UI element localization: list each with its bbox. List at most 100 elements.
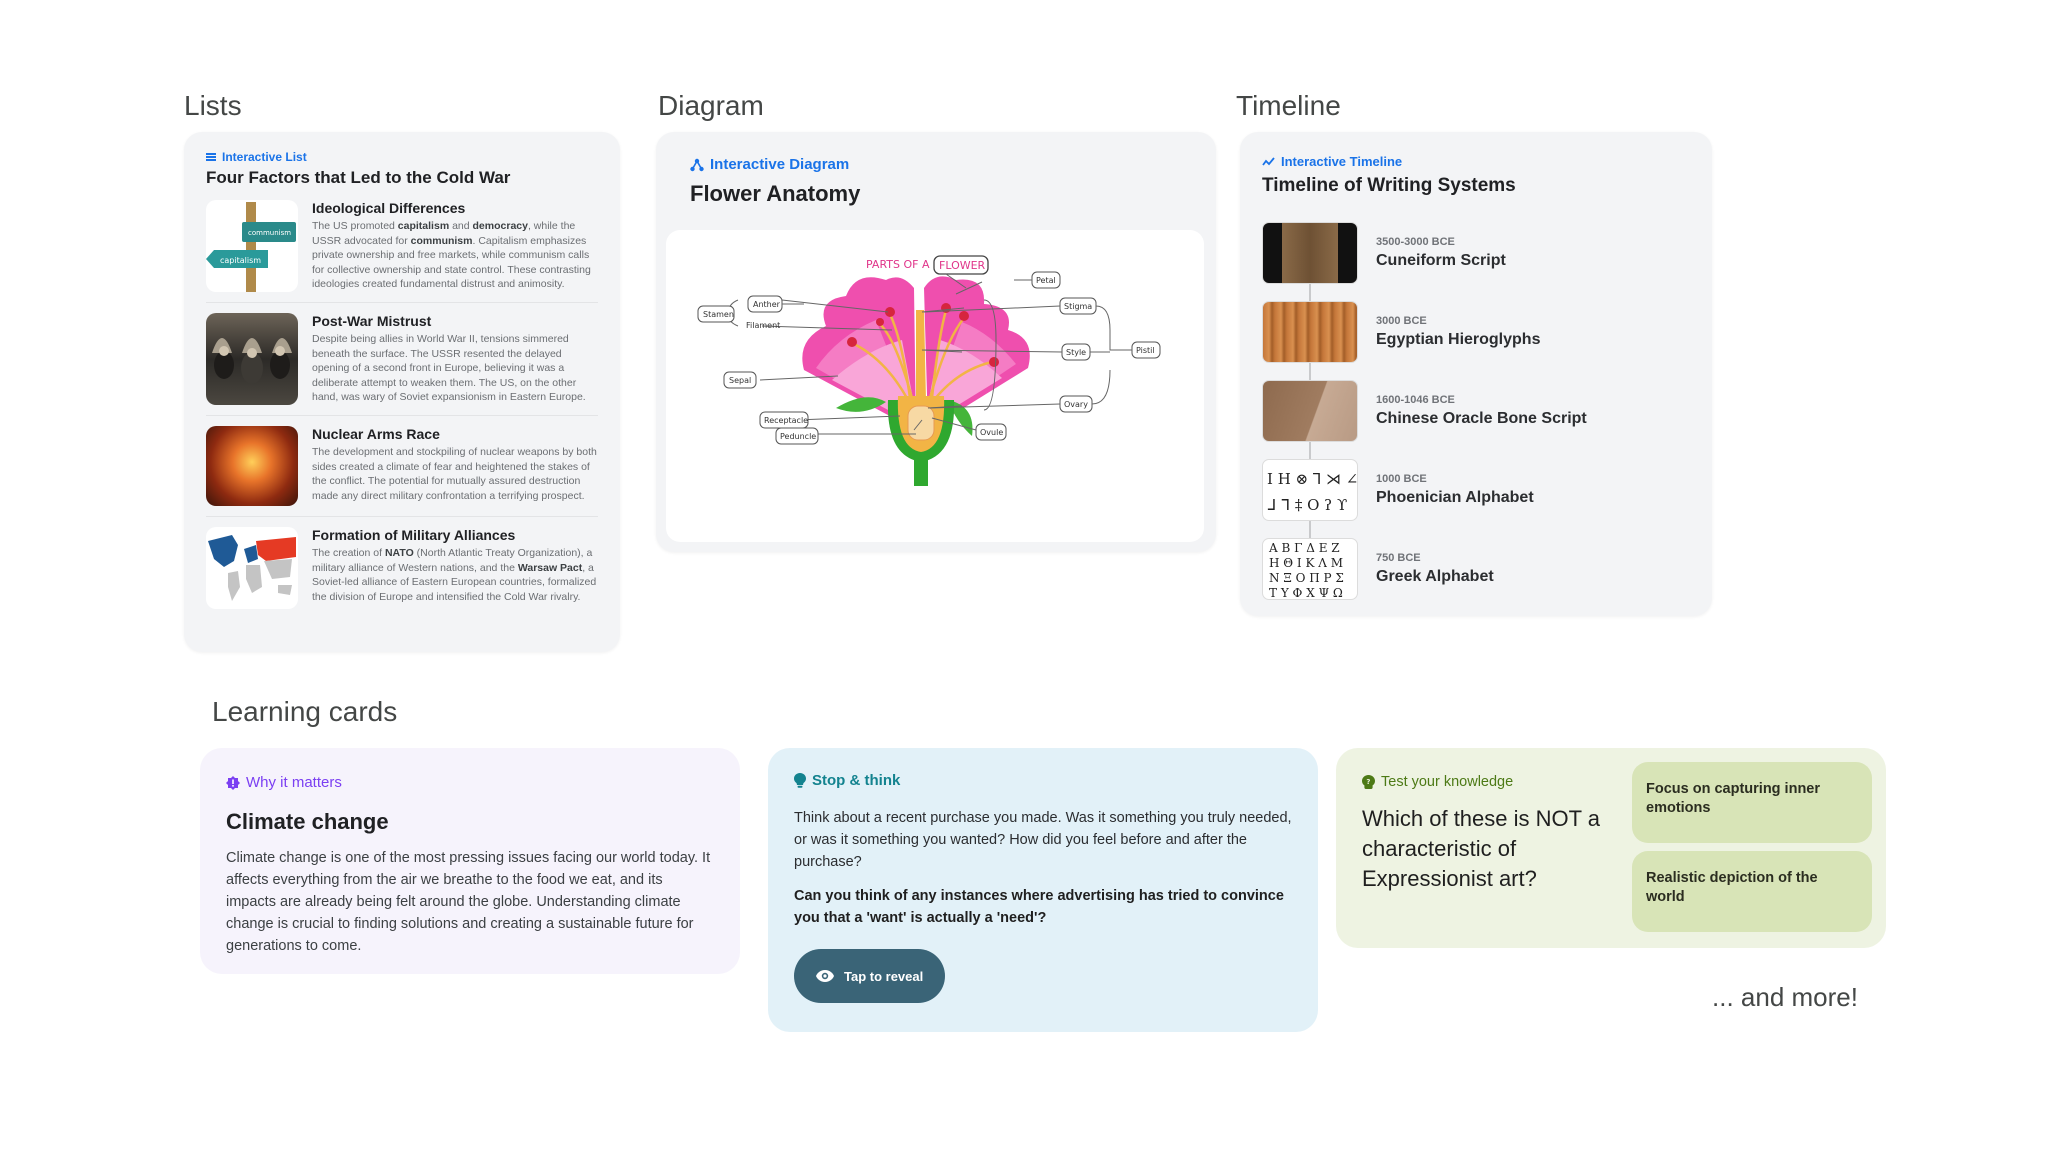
card-body: Think about a recent purchase you made. … (794, 810, 1292, 870)
diagram-icon (690, 158, 704, 171)
label-filament[interactable]: Filament (746, 321, 780, 330)
answer-option[interactable]: Realistic depiction of the world (1632, 851, 1872, 932)
label-ovule[interactable]: Ovule (975, 423, 1007, 441)
card-question: Can you think of any instances where adv… (794, 888, 1284, 926)
timeline-date: 3500-3000 BCE (1376, 235, 1455, 248)
timeline-item[interactable]: 1600-1046 BCE Chinese Oracle Bone Script (1262, 371, 1690, 450)
panel-title: Flower Anatomy (690, 181, 861, 206)
text-run: The development and stockpiling of nucle… (312, 446, 597, 502)
svg-text:Τ Υ Φ Χ Ψ Ω: Τ Υ Φ Χ Ψ Ω (1269, 586, 1343, 600)
label-receptacle[interactable]: Receptacle (759, 411, 809, 429)
list-icon (206, 153, 216, 161)
list-item-title: Ideological Differences (312, 200, 466, 216)
phoenician-alphabet-image: I H ⊗ ⅂ ⋊ ∠ ᒧ ᒣ ‡ O ʔ ϒ (1262, 458, 1358, 521)
timeline-date: 1000 BCE (1376, 472, 1427, 485)
timeline-item[interactable]: 3000 BCE Egyptian Hieroglyphs (1262, 292, 1690, 371)
card-tag: ? Test your knowledge (1362, 774, 1860, 790)
svg-text:Petal: Petal (1036, 276, 1056, 285)
text-run: , while the USSR advocated for (312, 220, 576, 247)
timeline-item[interactable]: I H ⊗ ⅂ ⋊ ∠ ᒧ ᒣ ‡ O ʔ ϒ 1000 BCE Phoenic… (1262, 450, 1690, 529)
panel-title: Four Factors that Led to the Cold War (206, 168, 511, 187)
card-tag-label: Stop & think (812, 772, 901, 789)
timeline-list: 3500-3000 BCE Cuneiform Script 3000 BCE … (1262, 213, 1690, 608)
list-item-text: The creation of NATO (North Atlantic Tre… (312, 546, 598, 604)
label-pistil[interactable]: Pistil (1131, 341, 1161, 359)
label-peduncle[interactable]: Peduncle (775, 427, 819, 445)
svg-text:ᒧ ᒣ ‡ O ʔ ϒ: ᒧ ᒣ ‡ O ʔ ϒ (1267, 496, 1347, 514)
svg-text:Stigma: Stigma (1064, 302, 1092, 311)
svg-text:Sepal: Sepal (729, 376, 751, 385)
svg-text:Anther: Anther (753, 300, 781, 309)
lightbulb-icon (794, 773, 806, 788)
answer-option[interactable]: Focus on capturing inner emotions (1632, 762, 1872, 843)
label-style[interactable]: Style (1061, 343, 1091, 361)
card-tag: Stop & think (794, 772, 1292, 789)
list-item[interactable]: Nuclear Arms Race The development and st… (206, 426, 598, 517)
label-stigma[interactable]: Stigma (1059, 297, 1097, 315)
tap-to-reveal-button[interactable]: Tap to reveal (794, 949, 946, 1003)
svg-text:?: ? (1366, 778, 1370, 786)
text-run: The US promoted (312, 220, 398, 232)
panel-tag: Interactive Diagram (666, 156, 1206, 173)
question-bulb-icon: ? (1362, 775, 1375, 789)
svg-text:Peduncle: Peduncle (780, 432, 816, 441)
signpost-image: capitalism communism (206, 200, 298, 292)
text-run: (North Atlantic Treaty Organization), a … (312, 547, 593, 574)
text-run: and (449, 220, 473, 232)
bold-term: capitalism (397, 220, 450, 232)
quiz-question: Which of these is NOT a characteristic o… (1362, 806, 1601, 891)
text-run: , a Soviet-led alliance of Eastern Europ… (312, 561, 597, 603)
flower-diagram[interactable]: PARTS OF A FLOWER (666, 230, 1204, 542)
label-anther[interactable]: Anther (747, 295, 783, 313)
section-title-learning-cards: Learning cards (212, 696, 398, 727)
oracle-bone-image (1262, 379, 1358, 442)
svg-text:Ovule: Ovule (980, 428, 1003, 437)
interactive-timeline-panel: Interactive Timeline Timeline of Writing… (1240, 132, 1712, 616)
label-sepal[interactable]: Sepal (723, 371, 757, 389)
section-title-diagram: Diagram (658, 90, 764, 121)
why-it-matters-card: Why it matters Climate change Climate ch… (200, 748, 740, 974)
svg-text:communism: communism (248, 229, 291, 237)
svg-text:Stamen: Stamen (703, 310, 734, 319)
list-item-title: Formation of Military Alliances (312, 527, 516, 543)
bold-term: democracy (472, 220, 528, 232)
world-map-image (206, 527, 298, 609)
list-item[interactable]: Post-War Mistrust Despite being allies i… (206, 313, 598, 416)
bold-term: communism (410, 234, 473, 247)
diagram-heading-boxed: FLOWER (939, 259, 986, 272)
answer-options: Focus on capturing inner emotions Realis… (1632, 762, 1872, 932)
mushroom-cloud-image (206, 426, 298, 506)
timeline-name: Chinese Oracle Bone Script (1376, 409, 1587, 427)
svg-text:Style: Style (1066, 348, 1086, 357)
interactive-list-panel: Interactive List Four Factors that Led t… (184, 132, 620, 652)
bold-term: Warsaw Pact (517, 561, 583, 574)
card-tag-label: Why it matters (246, 774, 342, 791)
card-body: Climate change is one of the most pressi… (226, 850, 711, 954)
list-item-text: The development and stockpiling of nucle… (312, 445, 598, 503)
diagram-heading: PARTS OF A (866, 258, 930, 271)
timeline-name: Egyptian Hieroglyphs (1376, 330, 1541, 348)
list-item[interactable]: Formation of Military Alliances The crea… (206, 527, 598, 619)
timeline-item[interactable]: 3500-3000 BCE Cuneiform Script (1262, 213, 1690, 292)
panel-title: Timeline of Writing Systems (1262, 175, 1516, 196)
timeline-name: Cuneiform Script (1376, 251, 1506, 269)
timeline-date: 750 BCE (1376, 551, 1421, 564)
svg-text:Α Β Γ Δ Ε Ζ: Α Β Γ Δ Ε Ζ (1268, 541, 1340, 555)
list-item[interactable]: capitalism communism Ideological Differe… (206, 200, 598, 303)
svg-text:capitalism: capitalism (220, 256, 261, 265)
card-title: Climate change (226, 809, 389, 834)
timeline-item[interactable]: Α Β Γ Δ Ε Ζ Η Θ Ι Κ Λ Μ Ν Ξ Ο Π Ρ Σ Τ Υ … (1262, 529, 1690, 608)
card-tag: Why it matters (226, 774, 714, 791)
label-ovary[interactable]: Ovary (1059, 395, 1093, 413)
list-item-text: The US promoted capitalism and democracy… (312, 219, 598, 292)
badge-alert-icon (226, 775, 240, 790)
label-stamen[interactable]: Stamen (697, 305, 735, 323)
svg-text:Ν Ξ Ο Π Ρ Σ: Ν Ξ Ο Π Ρ Σ (1269, 571, 1344, 585)
svg-text:Pistil: Pistil (1136, 346, 1155, 355)
label-petal[interactable]: Petal (1031, 271, 1061, 289)
panel-tag-label: Interactive Diagram (710, 156, 850, 173)
greek-alphabet-image: Α Β Γ Δ Ε Ζ Η Θ Ι Κ Λ Μ Ν Ξ Ο Π Ρ Σ Τ Υ … (1262, 537, 1358, 600)
section-title-timeline: Timeline (1236, 90, 1341, 121)
timeline-name: Phoenician Alphabet (1376, 488, 1534, 506)
timeline-date: 3000 BCE (1376, 314, 1427, 327)
